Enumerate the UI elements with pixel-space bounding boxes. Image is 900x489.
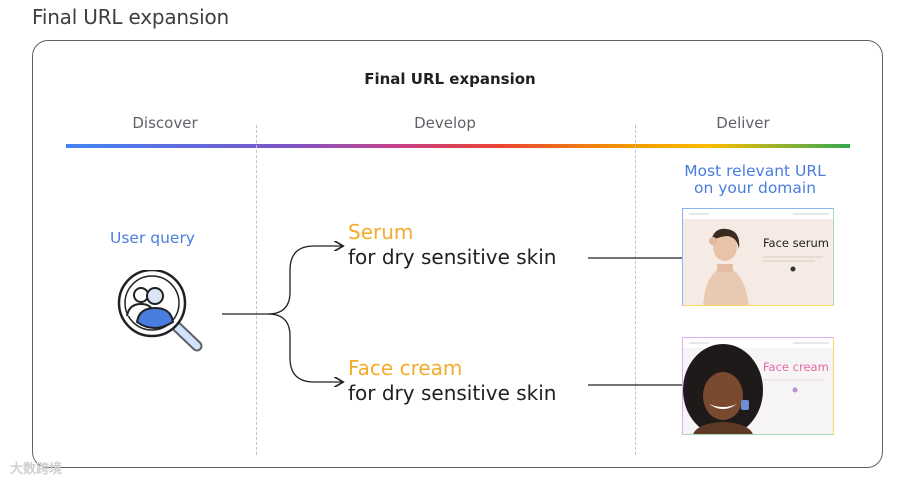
- watermark: 大数跨境: [10, 462, 63, 477]
- result-description: for dry sensitive skin: [348, 245, 557, 269]
- landing-page-title: Face cream: [763, 360, 829, 374]
- stage-gradient-bar: [66, 144, 850, 148]
- face-cream-page-image: [683, 338, 833, 434]
- page-title: Final URL expansion: [32, 5, 229, 29]
- result-description: for dry sensitive skin: [348, 381, 557, 405]
- stage-discover-label: Discover: [132, 114, 198, 132]
- query-to-results-connector: [222, 240, 350, 390]
- landing-page-face-cream: Face cream: [682, 337, 834, 435]
- user-search-icon: [117, 270, 203, 352]
- stage-develop-label: Develop: [414, 114, 476, 132]
- landing-page-face-serum: Face serum: [682, 208, 834, 306]
- results-to-pages-lines: [588, 257, 683, 386]
- deliver-heading-line: on your domain: [693, 179, 817, 197]
- stage-divider: [635, 125, 636, 455]
- stage-divider: [256, 125, 257, 455]
- user-query-label: User query: [109, 229, 195, 247]
- deliver-heading-line: Most relevant URL: [684, 162, 826, 180]
- diagram-title: Final URL expansion: [364, 70, 536, 88]
- deliver-heading: Most relevant URL on your domain: [670, 163, 840, 197]
- result-product: Serum: [348, 220, 414, 244]
- stage-deliver-label: Deliver: [716, 114, 770, 132]
- result-face-cream: Face cream for dry sensitive skin: [348, 356, 556, 406]
- result-serum: Serum for dry sensitive skin: [348, 220, 556, 270]
- result-product: Face cream: [348, 356, 463, 380]
- landing-page-title: Face serum: [763, 236, 829, 250]
- face-serum-page-image: [683, 209, 833, 305]
